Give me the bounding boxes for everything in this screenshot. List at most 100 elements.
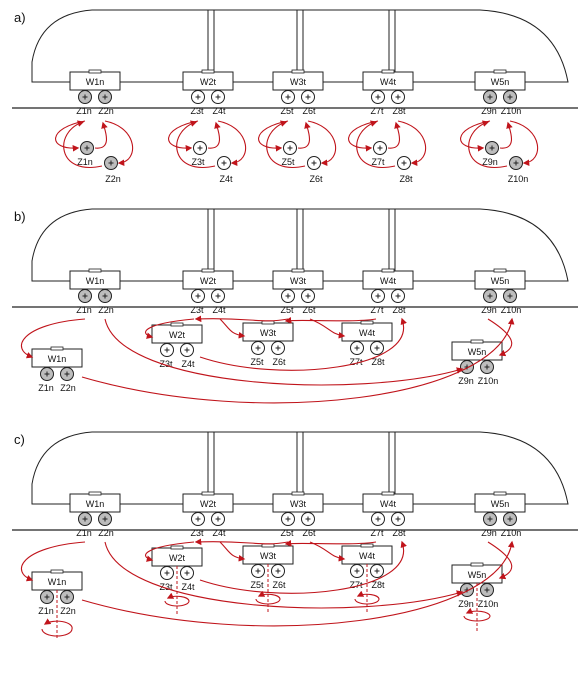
powered-wheel-icon <box>217 156 231 170</box>
rotation-arrow <box>81 317 515 404</box>
wheel-label: Z5t <box>280 305 294 315</box>
rotated-wheel-label: Z3t <box>191 157 205 167</box>
wheel-label: Z6t <box>272 580 286 590</box>
wheel-label: Z8t <box>371 580 385 590</box>
wheel-label: Z1n <box>38 606 54 616</box>
wheel-label: Z6t <box>272 357 286 367</box>
wheel-label: Z10n <box>478 599 499 609</box>
panel-label: c) <box>14 432 25 447</box>
rotation-arrow <box>104 318 464 386</box>
bogie-label: W4t <box>380 276 397 286</box>
wheel-label: Z6t <box>302 106 316 116</box>
bogie-label: W5n <box>491 499 510 509</box>
rotated-wheel-label: Z7t <box>371 157 385 167</box>
rotation-arrow <box>21 541 86 582</box>
bogie-pivot <box>201 268 215 273</box>
unpowered-wheel-icon <box>40 367 54 381</box>
powered-wheel-icon <box>191 289 205 303</box>
wheel-label: Z4t <box>181 582 195 592</box>
unpowered-wheel-icon <box>503 512 517 526</box>
wheel-label: Z5t <box>280 106 294 116</box>
wheel-label: Z4t <box>212 106 226 116</box>
wheel-label: Z7t <box>370 305 384 315</box>
powered-wheel-icon <box>307 156 321 170</box>
powered-wheel-icon <box>180 343 194 357</box>
unpowered-wheel-icon <box>483 90 497 104</box>
wheel-label: Z5t <box>250 580 264 590</box>
spin-arrow <box>164 592 190 607</box>
powered-wheel-icon <box>391 512 405 526</box>
powered-wheel-icon <box>301 512 315 526</box>
bogie-label: W3t <box>260 328 277 338</box>
rotation-arrow <box>63 120 103 168</box>
rotation-arrow <box>460 120 491 152</box>
bogie-label: W1n <box>86 276 105 286</box>
unpowered-wheel-icon <box>460 583 474 597</box>
bogie-pivot <box>170 322 184 327</box>
rotated-wheel-label: Z8t <box>399 174 413 184</box>
rotation-arrow <box>356 120 396 168</box>
wheel-label: Z1n <box>76 106 92 116</box>
powered-wheel-icon <box>271 564 285 578</box>
bogie-pivot <box>201 491 215 496</box>
wheel-label: Z2n <box>60 606 76 616</box>
rotation-arrow <box>499 121 513 149</box>
bogie-pivot <box>261 320 275 325</box>
wheel-label: Z9n <box>458 376 474 386</box>
rotation-arrow <box>258 120 289 152</box>
bogie-label: W2t <box>200 276 217 286</box>
unpowered-wheel-icon <box>78 90 92 104</box>
powered-wheel-icon <box>193 141 207 155</box>
wheel-label: Z1n <box>38 383 54 393</box>
rotation-arrow <box>468 120 508 168</box>
unpowered-wheel-icon <box>485 141 499 155</box>
rotated-wheel-label: Z1n <box>77 157 93 167</box>
rotated-wheel-label: Z9n <box>482 157 498 167</box>
spin-arrow <box>463 607 491 622</box>
bogie-label: W3t <box>260 551 277 561</box>
bogie-label: W5n <box>468 347 487 357</box>
rotated-wheel-label: Z6t <box>309 174 323 184</box>
wheel-label: Z3t <box>159 582 173 592</box>
wheel-label: Z7t <box>370 106 384 116</box>
bogie-pivot <box>381 491 395 496</box>
bogie-label: W1n <box>48 577 67 587</box>
train-body <box>31 431 569 505</box>
rotation-arrow <box>81 540 515 627</box>
car-outline <box>31 431 569 505</box>
rotated-wheel-label: Z5t <box>281 157 295 167</box>
wheel-label: Z8t <box>392 106 406 116</box>
unpowered-wheel-icon <box>98 90 112 104</box>
rotation-arrow <box>284 316 377 324</box>
powered-wheel-icon <box>371 512 385 526</box>
powered-wheel-icon <box>371 289 385 303</box>
wheel-label: Z10n <box>501 528 522 538</box>
rotation-arrow <box>194 538 289 546</box>
rotated-wheel-label: Z4t <box>219 174 233 184</box>
powered-wheel-icon <box>160 566 174 580</box>
wheel-label: Z7t <box>370 528 384 538</box>
wheel-label: Z8t <box>371 357 385 367</box>
powered-wheel-icon <box>301 90 315 104</box>
rotation-arrow <box>309 318 346 339</box>
powered-wheel-icon <box>397 156 411 170</box>
bogie-pivot <box>170 545 184 550</box>
wheel-label: Z9n <box>481 106 497 116</box>
powered-wheel-icon <box>350 564 364 578</box>
bogie-pivot <box>470 562 484 567</box>
rotation-arrow <box>297 121 311 149</box>
bogie-label: W2t <box>169 330 186 340</box>
powered-wheel-icon <box>211 289 225 303</box>
unpowered-wheel-icon <box>40 590 54 604</box>
